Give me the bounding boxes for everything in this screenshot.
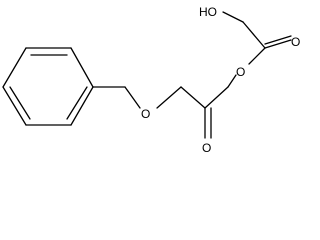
benzene-ring [2, 47, 94, 126]
hydroxyl-label: HO [199, 5, 217, 19]
ester-chain [92, 11, 292, 139]
ester-oxygen-2-label: O [141, 107, 150, 121]
carbonyl-oxygen-1-label: O [291, 35, 300, 49]
ester-oxygen-1-label: O [236, 65, 245, 79]
carbonyl-oxygen-2-label: O [202, 141, 211, 155]
chemical-structure: HO O O O O [2, 5, 300, 155]
